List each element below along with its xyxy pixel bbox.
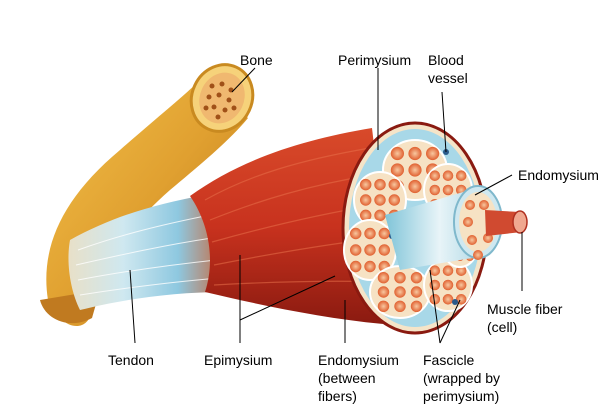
label-bone: Bone	[240, 52, 273, 68]
muscle-fiber-section	[430, 185, 441, 196]
muscle-fiber-section	[394, 301, 405, 312]
muscle-fiber-section	[479, 200, 489, 210]
muscle-fiber-section	[408, 180, 421, 193]
label-fascicle-line1: Fascicle	[423, 352, 475, 368]
muscle-fiber-section	[350, 228, 361, 239]
label-endomysium-bottom-line3: fibers)	[318, 388, 357, 404]
label-fascicle-line3: perimysium)	[423, 388, 499, 404]
muscle-fiber-section	[364, 244, 375, 255]
muscle-fiber-section	[467, 235, 477, 245]
label-endomysium-right: Endomysium	[518, 167, 599, 183]
muscle-fiber-section	[374, 194, 385, 205]
label-epimysium: Epimysium	[204, 352, 272, 368]
muscle-fiber-section	[411, 301, 422, 312]
muscle-fiber-section	[394, 286, 405, 297]
muscle-fiber-section	[391, 147, 404, 160]
label-muscle-fiber-line1: Muscle fiber	[487, 301, 563, 317]
muscle-fiber-section	[473, 250, 483, 260]
muscle-fiber-section	[350, 261, 361, 272]
muscle-fiber-section	[360, 179, 371, 190]
muscle-fiber-section	[364, 261, 375, 272]
muscle-fiber-section	[378, 301, 389, 312]
blood-vessel-dot	[452, 299, 458, 305]
muscle-fiber-section	[426, 147, 439, 160]
label-tendon: Tendon	[108, 352, 154, 368]
muscle-fiber-section	[408, 163, 421, 176]
muscle-fiber-section	[360, 194, 371, 205]
muscle-fiber-section	[443, 185, 454, 196]
muscle-fiber-section	[374, 179, 385, 190]
label-fascicle-line2: (wrapped by	[423, 370, 500, 386]
muscle-fiber-section	[430, 170, 441, 181]
muscle-fiber-section	[378, 272, 389, 283]
muscle-fiber-section	[389, 194, 400, 205]
muscle-fiber-section	[411, 272, 422, 283]
muscle-fiber-section	[379, 244, 390, 255]
muscle-fiber-section	[394, 272, 405, 283]
muscle-fiber-cell	[485, 210, 527, 236]
muscle-fiber-section	[379, 228, 390, 239]
label-blood-vessel-line2: vessel	[428, 70, 468, 86]
label-muscle-fiber-line2: (cell)	[487, 319, 517, 335]
muscle-fiber-section	[389, 179, 400, 190]
muscle-fiber-section	[456, 170, 467, 181]
muscle-fiber-section	[374, 210, 385, 221]
muscle-fiber-section	[378, 286, 389, 297]
label-blood-vessel-line1: Blood	[428, 52, 464, 68]
label-endomysium-bottom-line1: Endomysium	[318, 352, 399, 368]
muscle-fiber-section	[443, 294, 454, 305]
muscle-fiber-section	[463, 217, 473, 227]
muscle-fiber-section	[465, 200, 475, 210]
muscle-fiber-section	[408, 147, 421, 160]
muscle-fiber-section	[350, 244, 361, 255]
label-perimysium: Perimysium	[338, 52, 411, 68]
muscle-fiber-section	[443, 170, 454, 181]
muscle-fiber-section	[443, 280, 454, 291]
muscle-fiber-section	[364, 228, 375, 239]
muscle-fiber-section	[411, 286, 422, 297]
muscle-fiber-section	[443, 265, 454, 276]
muscle-fiber-section	[456, 280, 467, 291]
label-endomysium-bottom-line2: (between	[318, 370, 376, 386]
